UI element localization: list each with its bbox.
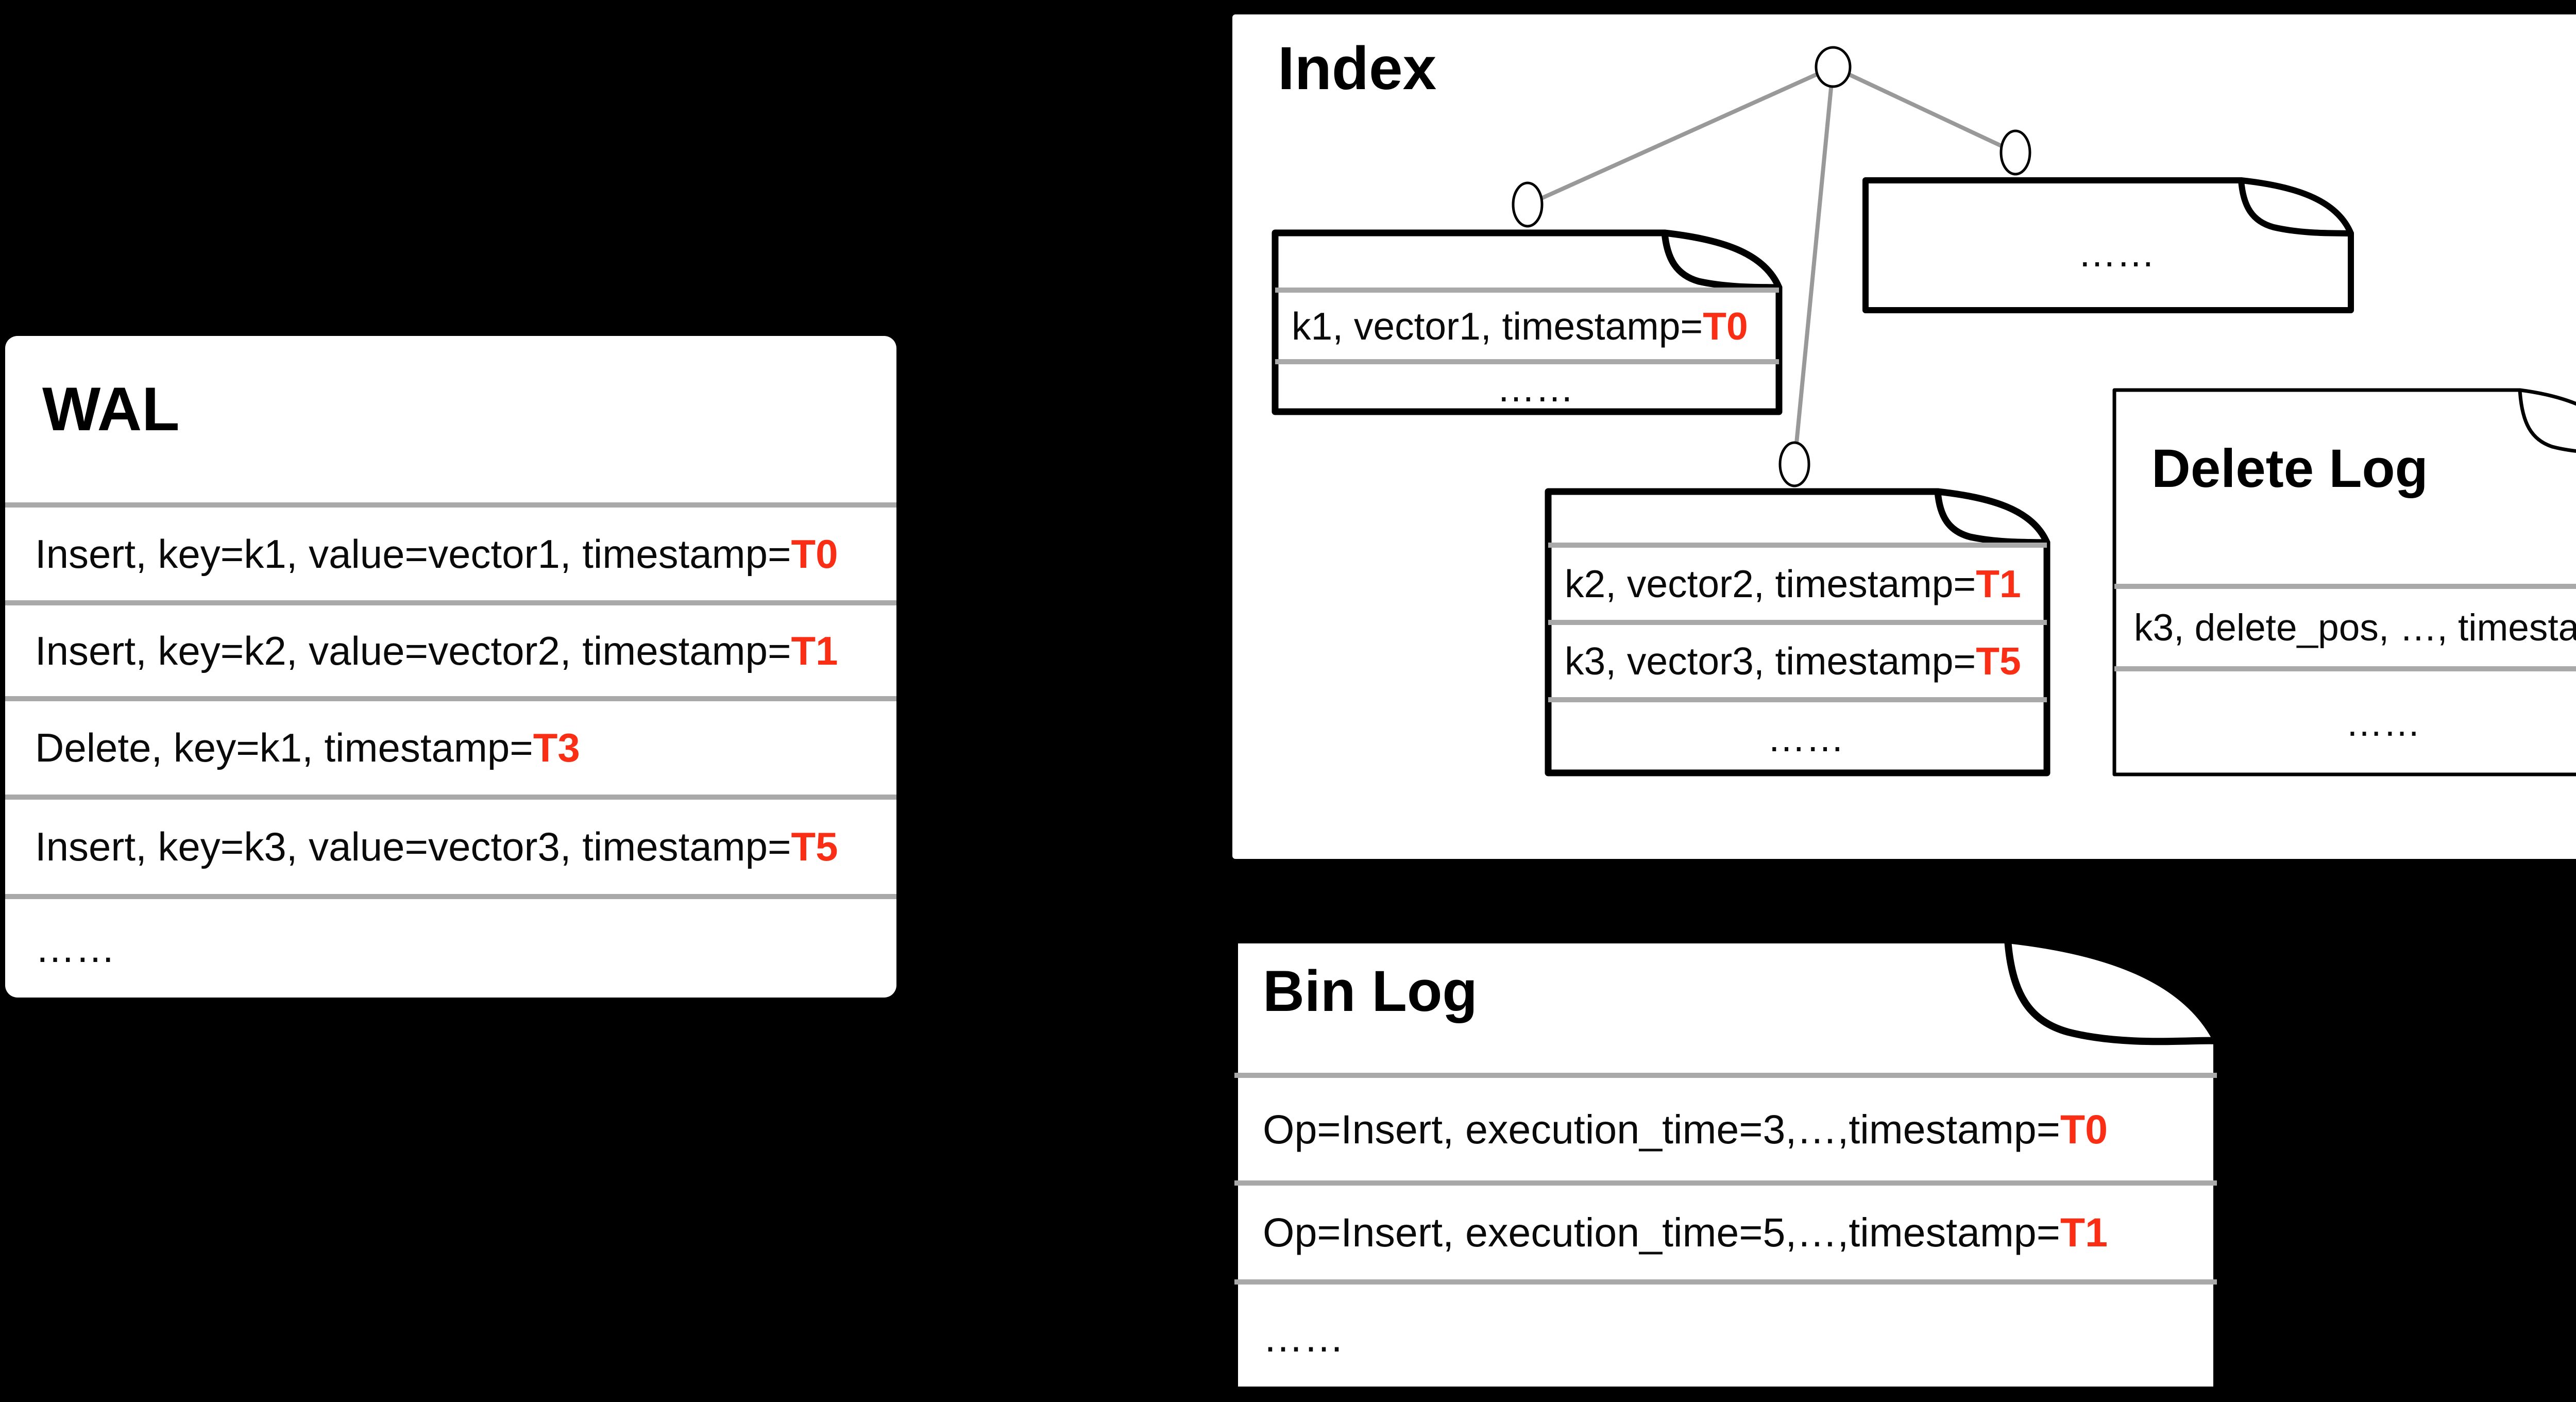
bin-log-doc: Bin Log Op=Insert, execution_time=3,…,ti…: [1227, 933, 2224, 1397]
wal-row-ellipsis: ……: [5, 894, 896, 998]
doc-row-ellipsis: ……: [2114, 666, 2576, 774]
wal-box: WAL Insert, key=k1, value=vector1, times…: [5, 336, 896, 998]
folded-page-shape: [1545, 488, 2050, 776]
index-tree: [1512, 46, 2031, 487]
wal-row-text: ……: [35, 925, 115, 971]
tree-nodes: [1512, 46, 2031, 487]
doc-row-text: k3, delete_pos, …, timestamp=: [2134, 606, 2576, 649]
folded-page-shape: [2112, 388, 2576, 776]
folded-page-shape: [1862, 177, 2354, 313]
tree-node-left: [1512, 181, 1544, 228]
delete-log-doc: Delete Log k3, delete_pos, …, timestamp=…: [2111, 386, 2576, 778]
timestamp-value: T5: [791, 824, 838, 869]
wal-row: Insert, key=k1, value=vector1, timestamp…: [5, 502, 896, 600]
folded-page-shape: [1272, 229, 1783, 415]
doc-row-ellipsis: ……: [1548, 697, 2047, 773]
tree-edge: [1832, 65, 2016, 155]
wal-row: Insert, key=k2, value=vector2, timestamp…: [5, 600, 896, 696]
timestamp-value: T5: [1976, 639, 2021, 683]
wal-row: Insert, key=k3, value=vector3, timestamp…: [5, 795, 896, 894]
timestamp-value: T1: [1976, 562, 2021, 605]
doc-row: k3, delete_pos, …, timestamp=T3: [2114, 584, 2576, 666]
wal-row-text: Insert, key=k3, value=vector3, timestamp…: [35, 824, 791, 869]
folded-corner-icon: [1934, 488, 2050, 546]
wal-title: WAL: [42, 374, 180, 444]
delete-log-title: Delete Log: [2151, 438, 2428, 499]
doc-row-text: ……: [1497, 366, 1574, 410]
doc-row-text: k1, vector1, timestamp=: [1292, 304, 1703, 348]
timestamp-value: T1: [2060, 1209, 2108, 1255]
folded-corner-icon: [1661, 229, 1783, 291]
doc-row-text: ……: [1767, 716, 1844, 759]
index-segment-doc-more: ……: [1859, 174, 2357, 316]
tree-edges: [1527, 65, 2016, 465]
doc-row: k3, vector3, timestamp=T5: [1548, 620, 2047, 697]
doc-row-text: k2, vector2, timestamp=: [1565, 562, 1976, 605]
tree-edge: [1527, 65, 1834, 207]
doc-row: Op=Insert, execution_time=5,…,timestamp=…: [1234, 1180, 2217, 1279]
doc-row: Op=Insert, execution_time=3,…,timestamp=…: [1234, 1073, 2217, 1180]
index-segment-doc-k1: k1, vector1, timestamp=T0 ……: [1268, 226, 1786, 418]
tree-node-root: [1815, 46, 1852, 88]
wal-row-text: Delete, key=k1, timestamp=: [35, 725, 533, 770]
folded-page-shape: [1231, 936, 2221, 1394]
wal-row: Delete, key=k1, timestamp=T3: [5, 696, 896, 795]
doc-row-ellipsis: ……: [1275, 359, 1779, 412]
wal-row-text: Insert, key=k2, value=vector2, timestamp…: [35, 628, 791, 673]
bin-log-title: Bin Log: [1263, 958, 1478, 1023]
timestamp-value: T0: [1703, 304, 1748, 348]
timestamp-value: T3: [533, 725, 580, 770]
index-panel-title: Index: [1278, 35, 1437, 103]
doc-row-text: ……: [2345, 702, 2421, 744]
doc-row-text: k3, vector3, timestamp=: [1565, 639, 1976, 683]
doc-header-spacer: [1275, 233, 1779, 288]
doc-row: k1, vector1, timestamp=T0: [1275, 288, 1779, 359]
doc-row-text: ……: [2078, 231, 2155, 275]
doc-row-text: Op=Insert, execution_time=5,…,timestamp=: [1263, 1209, 2060, 1255]
wal-row-text: Insert, key=k1, value=vector1, timestamp…: [35, 531, 791, 577]
folded-corner-icon: [2238, 177, 2354, 237]
doc-row-ellipsis: ……: [1866, 180, 2351, 310]
tree-node-right: [1999, 129, 2031, 176]
doc-row-ellipsis: ……: [1234, 1279, 2217, 1390]
folded-corner-icon: [2004, 936, 2221, 1045]
timestamp-value: T1: [791, 628, 838, 673]
doc-row-text: ……: [1263, 1314, 1344, 1360]
tree-edge: [1792, 66, 1835, 465]
doc-row: k2, vector2, timestamp=T1: [1548, 543, 2047, 620]
doc-row-text: Op=Insert, execution_time=3,…,timestamp=: [1263, 1106, 2060, 1152]
timestamp-value: T0: [791, 531, 838, 577]
index-segment-doc-k2k3: k2, vector2, timestamp=T1 k3, vector3, t…: [1541, 485, 2054, 780]
tree-node-middle: [1778, 441, 1810, 487]
doc-header-spacer: [1548, 492, 2047, 543]
timestamp-value: T0: [2060, 1106, 2108, 1152]
index-panel: Index k1, vector1, timestamp=T0 ……: [1232, 14, 2576, 859]
folded-corner-icon: [2518, 388, 2576, 453]
